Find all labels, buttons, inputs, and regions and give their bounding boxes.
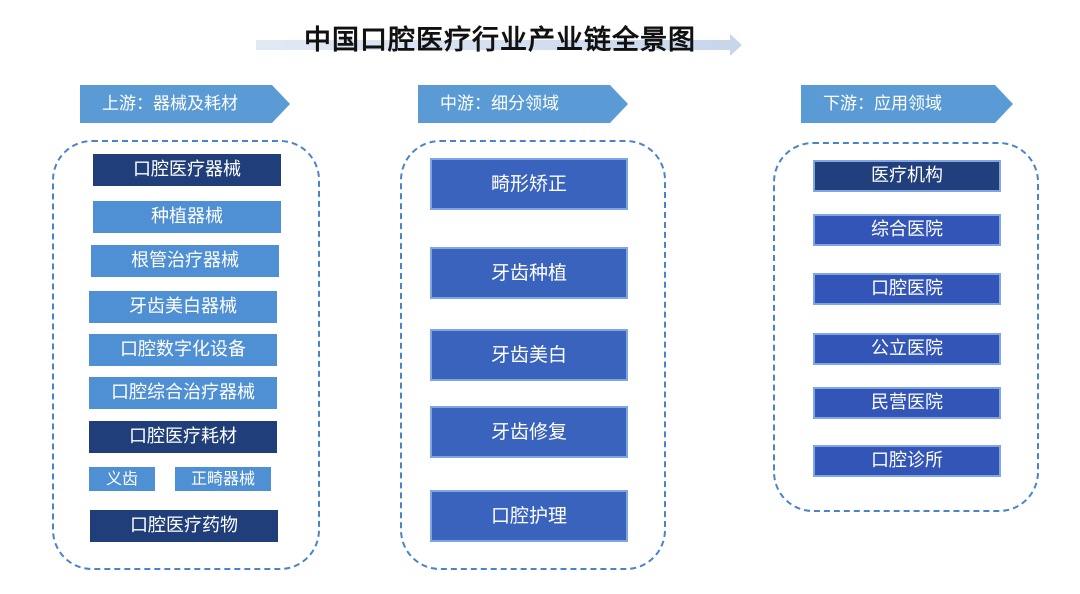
upstream-item: 种植器械 bbox=[93, 201, 281, 233]
upstream-item: 正畸器械 bbox=[175, 467, 271, 491]
midstream-item: 口腔护理 bbox=[430, 490, 628, 542]
upstream-item: 口腔医疗器械 bbox=[93, 154, 281, 186]
upstream-item: 义齿 bbox=[89, 467, 155, 491]
upstream-item: 口腔综合治疗器械 bbox=[89, 377, 277, 409]
upstream-header: 上游：器械及耗材 bbox=[80, 85, 290, 123]
upstream-group: 口腔医疗器械 种植器械 根管治疗器械 牙齿美白器械 口腔数字化设备 口腔综合治疗… bbox=[52, 140, 320, 570]
title-arrow-decoration bbox=[256, 34, 742, 56]
downstream-item: 民营医院 bbox=[813, 387, 1001, 419]
midstream-group: 畸形矫正 牙齿种植 牙齿美白 牙齿修复 口腔护理 bbox=[400, 140, 666, 570]
downstream-item: 综合医院 bbox=[813, 214, 1001, 246]
downstream-group: 医疗机构 综合医院 口腔医院 公立医院 民营医院 口腔诊所 bbox=[773, 142, 1039, 512]
upstream-item: 口腔数字化设备 bbox=[89, 334, 277, 366]
upstream-item: 口腔医疗药物 bbox=[90, 510, 278, 542]
upstream-item: 牙齿美白器械 bbox=[89, 291, 277, 323]
downstream-item: 医疗机构 bbox=[813, 160, 1001, 192]
downstream-header: 下游：应用领域 bbox=[801, 85, 1013, 123]
midstream-item: 牙齿美白 bbox=[430, 329, 628, 381]
midstream-item: 牙齿种植 bbox=[430, 247, 628, 299]
upstream-item: 根管治疗器械 bbox=[91, 245, 279, 277]
downstream-item: 口腔医院 bbox=[813, 273, 1001, 305]
upstream-item: 口腔医疗耗材 bbox=[89, 421, 277, 453]
midstream-header: 中游：细分领域 bbox=[418, 85, 628, 123]
downstream-item: 口腔诊所 bbox=[813, 445, 1001, 477]
midstream-item: 牙齿修复 bbox=[430, 406, 628, 458]
downstream-item: 公立医院 bbox=[813, 333, 1001, 365]
midstream-item: 畸形矫正 bbox=[430, 158, 628, 210]
diagram-title: 中国口腔医疗行业产业链全景图 bbox=[304, 25, 696, 56]
